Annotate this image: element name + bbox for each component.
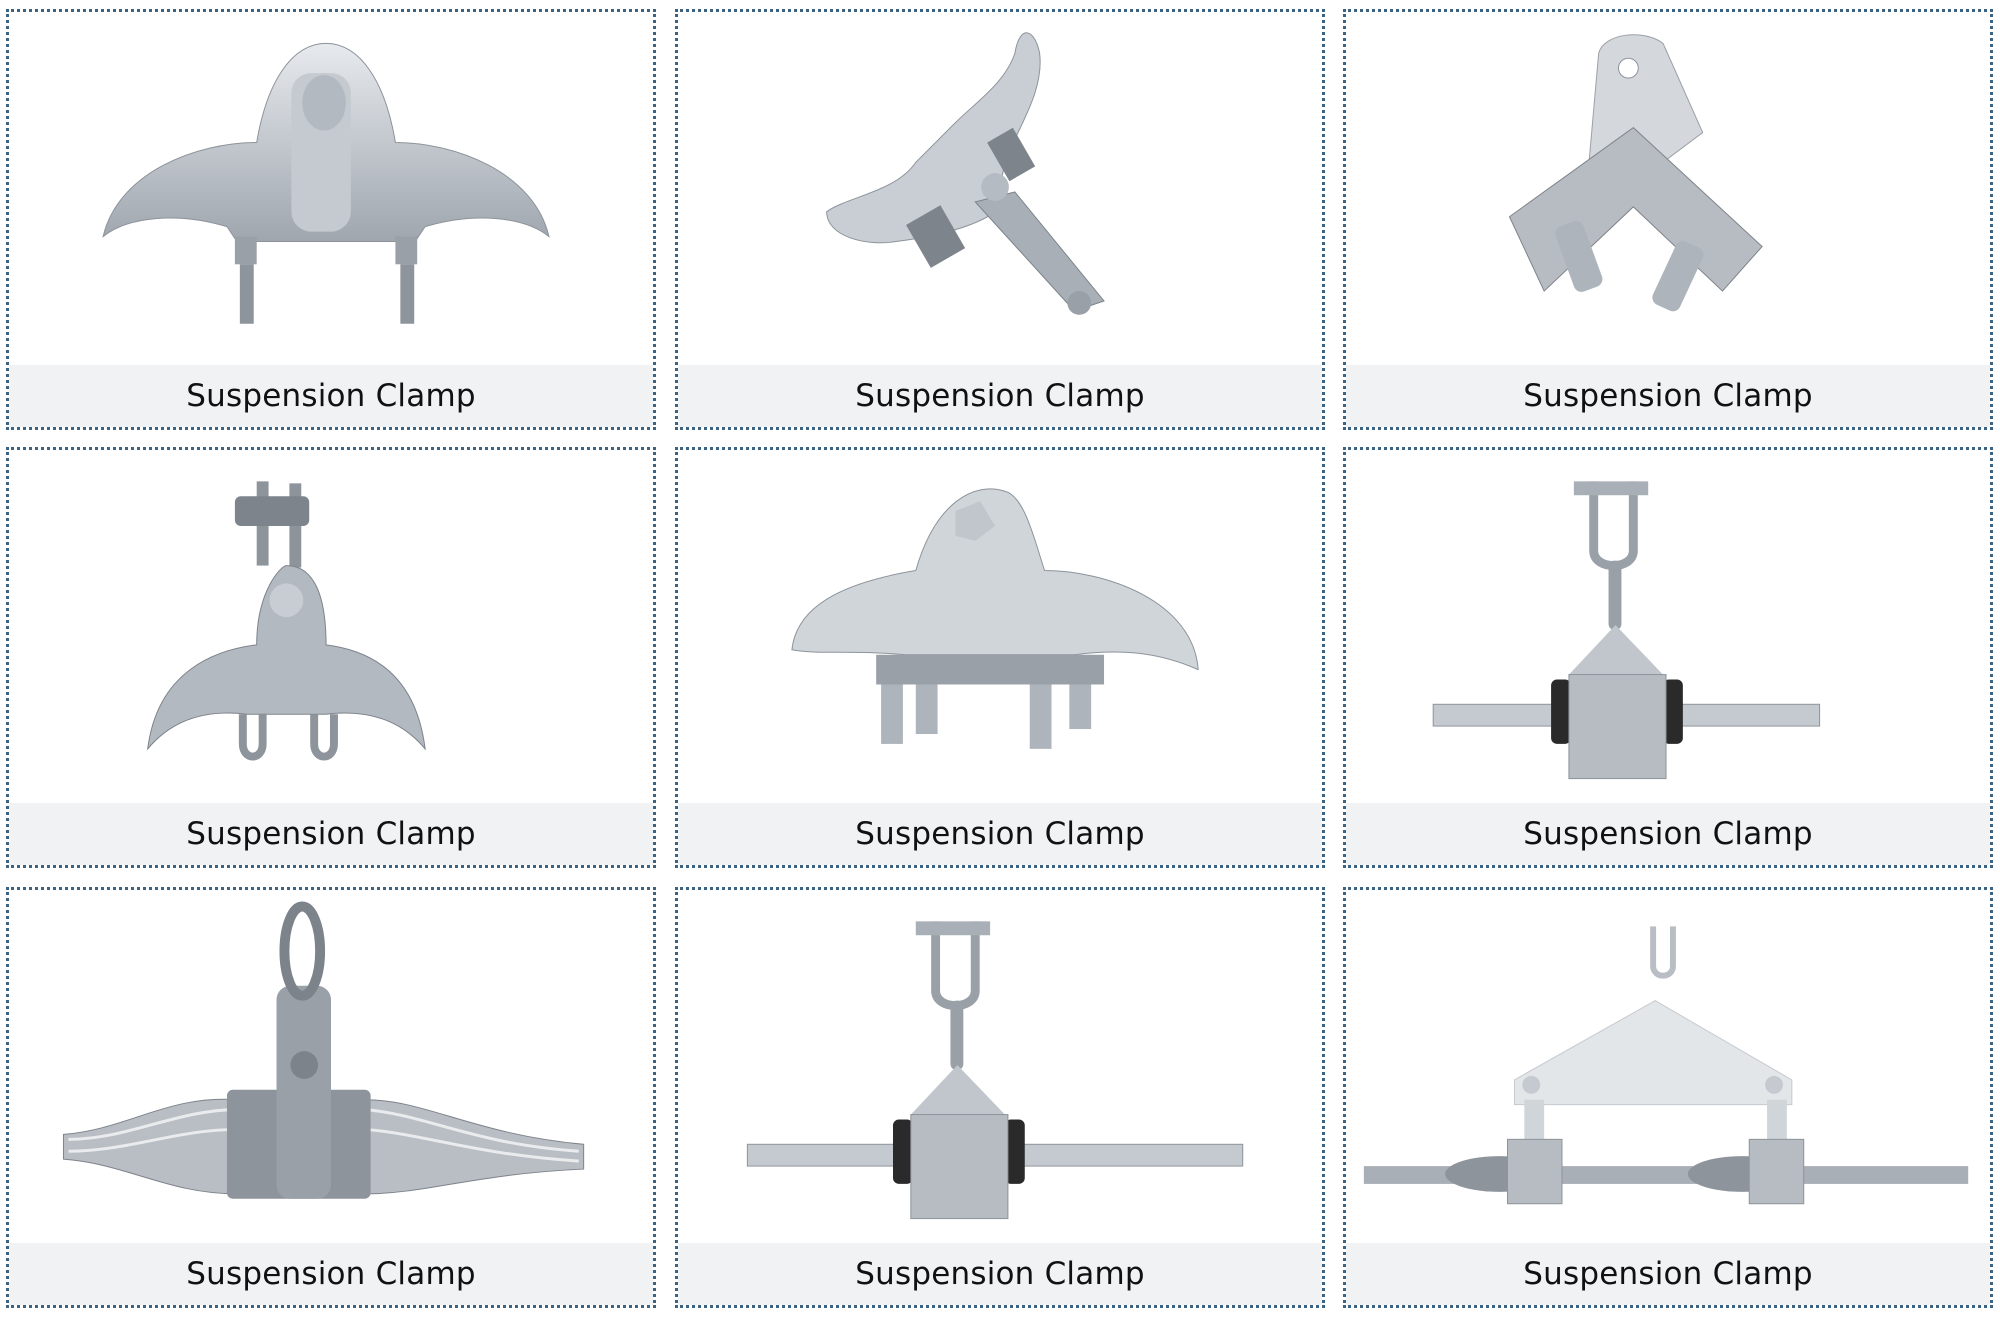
- product-card[interactable]: Suspension Clamp: [6, 9, 656, 430]
- product-caption: Suspension Clamp: [1346, 1243, 1990, 1305]
- product-card[interactable]: Suspension Clamp: [1343, 887, 1993, 1308]
- suspension-clamp-image: [9, 450, 653, 806]
- product-card[interactable]: Suspension Clamp: [1343, 447, 1993, 868]
- suspension-clamp-image: [678, 890, 1322, 1246]
- product-card[interactable]: Suspension Clamp: [1343, 9, 1993, 430]
- product-card[interactable]: Suspension Clamp: [6, 447, 656, 868]
- product-caption: Suspension Clamp: [678, 1243, 1322, 1305]
- product-caption: Suspension Clamp: [9, 803, 653, 865]
- product-caption: Suspension Clamp: [9, 365, 653, 427]
- product-caption: Suspension Clamp: [678, 365, 1322, 427]
- product-caption: Suspension Clamp: [1346, 365, 1990, 427]
- product-card[interactable]: Suspension Clamp: [675, 887, 1325, 1308]
- product-card[interactable]: Suspension Clamp: [675, 9, 1325, 430]
- product-grid: Suspension Clamp Suspension Clamp: [6, 9, 1994, 1309]
- suspension-clamp-image: [1346, 890, 1990, 1246]
- suspension-clamp-image: [9, 890, 653, 1246]
- product-caption: Suspension Clamp: [9, 1243, 653, 1305]
- suspension-clamp-image: [678, 450, 1322, 806]
- product-card[interactable]: Suspension Clamp: [6, 887, 656, 1308]
- product-caption: Suspension Clamp: [678, 803, 1322, 865]
- product-card[interactable]: Suspension Clamp: [675, 447, 1325, 868]
- suspension-clamp-image: [1346, 12, 1990, 368]
- product-caption: Suspension Clamp: [1346, 803, 1990, 865]
- suspension-clamp-image: [9, 12, 653, 368]
- suspension-clamp-image: [678, 12, 1322, 368]
- suspension-clamp-image: [1346, 450, 1990, 806]
